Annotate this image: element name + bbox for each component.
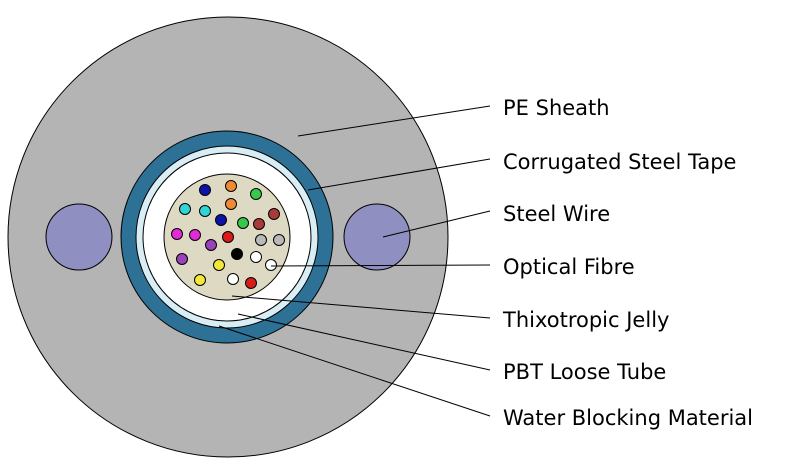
steel-wire-left <box>45 203 113 271</box>
leader-water-blocking-material <box>218 325 491 417</box>
fibre-7 <box>268 208 280 220</box>
fibre-20 <box>250 251 262 263</box>
fibre-9 <box>237 217 249 229</box>
fibre-14 <box>222 231 234 243</box>
leader-pbt-loose-tube <box>237 313 491 371</box>
steel-wire-right <box>343 203 411 271</box>
fibre-18 <box>176 253 188 265</box>
leader-thixotropic-jelly <box>231 295 491 319</box>
leader-optical-fibre <box>270 264 491 267</box>
fibre-6 <box>225 198 237 210</box>
leader-pe-sheath <box>297 105 491 137</box>
optical-fibres-group <box>171 180 285 289</box>
fibre-10 <box>253 218 265 230</box>
label-optical-fibre: Optical Fibre <box>503 255 635 279</box>
fibre-21 <box>265 259 277 271</box>
fibre-17 <box>273 234 285 246</box>
fibre-23 <box>227 273 239 285</box>
fibre-2 <box>225 180 237 192</box>
fibre-5 <box>199 205 211 217</box>
fibre-8 <box>215 214 227 226</box>
label-thixotropic-jelly: Thixotropic Jelly <box>502 308 669 332</box>
fibre-22 <box>194 274 206 286</box>
fibre-24 <box>245 277 257 289</box>
label-pbt-loose-tube: PBT Loose Tube <box>503 360 666 384</box>
label-steel-wire: Steel Wire <box>503 202 610 226</box>
fibre-4 <box>179 203 191 215</box>
label-corrugated-steel-tape: Corrugated Steel Tape <box>503 150 736 174</box>
fibre-11 <box>171 228 183 240</box>
fibre-1 <box>199 184 211 196</box>
fibre-12 <box>189 229 201 241</box>
fibre-16 <box>255 234 267 246</box>
leader-steel-wire <box>382 210 491 238</box>
fibre-13 <box>205 239 217 251</box>
leader-corrugated-steel-tape <box>307 158 491 191</box>
fibre-15 <box>231 248 243 260</box>
label-pe-sheath: PE Sheath <box>503 96 610 120</box>
fibre-19 <box>213 259 225 271</box>
fibre-3 <box>250 188 262 200</box>
label-water-blocking-material: Water Blocking Material <box>503 406 753 430</box>
